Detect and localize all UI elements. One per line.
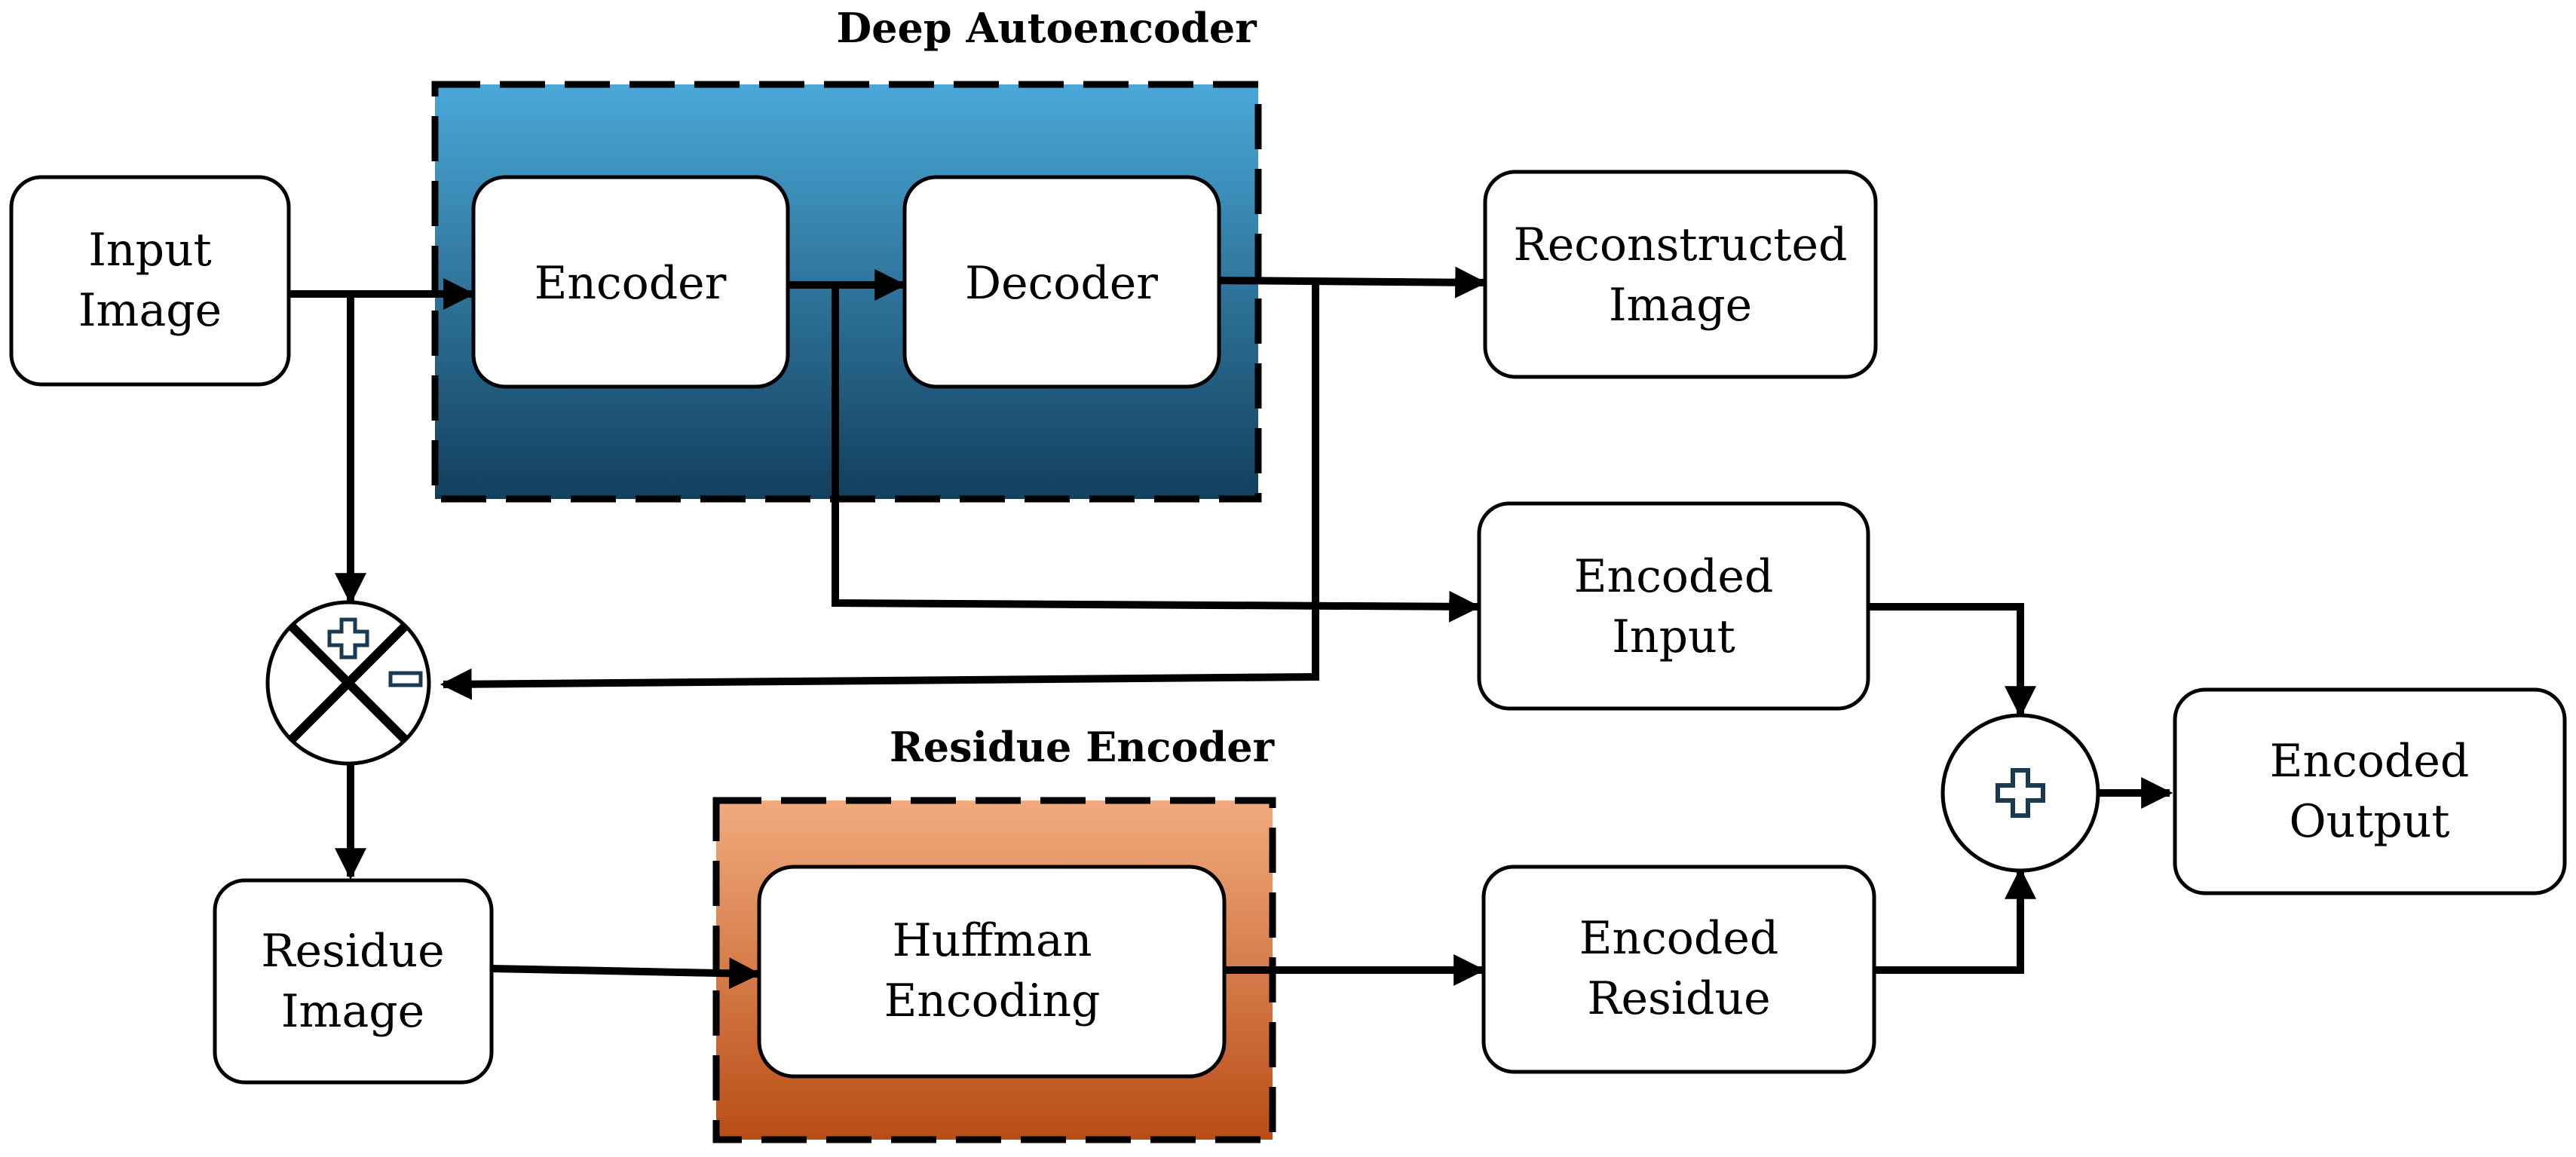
edge-encoded-input-to-adder [1868,603,2036,718]
encoded-residue-line1: Encoded [1579,912,1779,965]
reconstructed-image-line2: Image [1609,279,1752,332]
edge-residue-to-huffman [491,957,761,990]
node-encoder: Encoder [471,175,790,389]
decoder-label: Decoder [965,257,1158,310]
huffman-encoding-line1: Huffman [893,914,1092,967]
connectors [289,266,2173,990]
node-reconstructed-image: Reconstructed Image [1483,170,1878,379]
input-image-line1: Input [88,224,212,277]
encoded-output-line1: Encoded [2270,735,2470,788]
plus-icon [1996,768,2045,818]
node-decoder: Decoder [902,175,1221,389]
node-encoded-residue: Encoded Residue [1481,865,1876,1074]
node-input-image: Input Image [9,175,291,387]
encoded-output-line2: Output [2289,795,2449,848]
encoded-input-line1: Encoded [1574,550,1774,603]
edge-decoder-to-subtractor [440,280,1319,700]
input-image-line2: Image [78,284,222,337]
residue-encoder-title: Residue Encoder [890,723,1275,771]
plus-icon [327,617,369,660]
node-huffman-encoding: Huffman Encoding [757,865,1227,1079]
encoder-label: Encoder [534,257,727,310]
deep-autoencoder-title: Deep Autoencoder [836,4,1257,52]
edge-encoded-residue-to-adder [1874,867,2036,974]
huffman-encoding-line2: Encoding [884,975,1101,1027]
node-encoded-input: Encoded Input [1477,501,1870,711]
subtractor-node [265,600,431,766]
node-encoded-output: Encoded Output [2173,687,2567,895]
residue-image-line2: Image [281,985,424,1038]
minus-icon [388,671,423,687]
reconstructed-image-line1: Reconstructed [1514,219,1848,271]
node-residue-image: Residue Image [213,878,494,1085]
residue-image-line1: Residue [261,925,444,978]
adder-node [1940,713,2100,873]
edge-decoder-to-reconstructed [1217,266,1487,298]
encoded-residue-line2: Residue [1587,972,1770,1025]
edge-encoder-to-encoded-input [832,285,1481,623]
encoded-input-line2: Input [1612,611,1735,663]
